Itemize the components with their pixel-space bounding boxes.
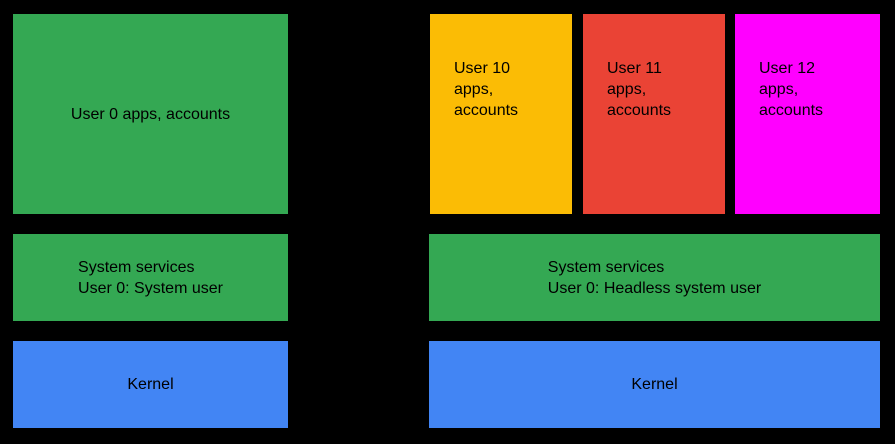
left-system-services-box: System services User 0: System user [13, 234, 288, 321]
right-kernel-label: Kernel [631, 376, 678, 393]
right-user11-apps-label: User 11 apps, accounts [607, 60, 672, 119]
right-user11-apps-box: User 11 apps, accounts [583, 14, 725, 214]
right-kernel-box: Kernel [429, 341, 880, 428]
right-user12-apps-label: User 12 apps, accounts [759, 60, 824, 119]
left-kernel-box: Kernel [13, 341, 288, 428]
right-user10-apps-label: User 10 apps, accounts [454, 60, 519, 119]
right-user10-apps-box: User 10 apps, accounts [430, 14, 572, 214]
left-system-services-label: System services User 0: System user [78, 258, 223, 297]
right-user12-apps-box: User 12 apps, accounts [735, 14, 880, 214]
left-kernel-label: Kernel [127, 376, 174, 393]
left-user0-apps-label: User 0 apps, accounts [70, 105, 231, 123]
left-user0-apps-box: User 0 apps, accounts [13, 14, 288, 214]
right-system-services-label: System services User 0: Headless system … [547, 258, 762, 297]
right-system-services-box: System services User 0: Headless system … [429, 234, 880, 321]
